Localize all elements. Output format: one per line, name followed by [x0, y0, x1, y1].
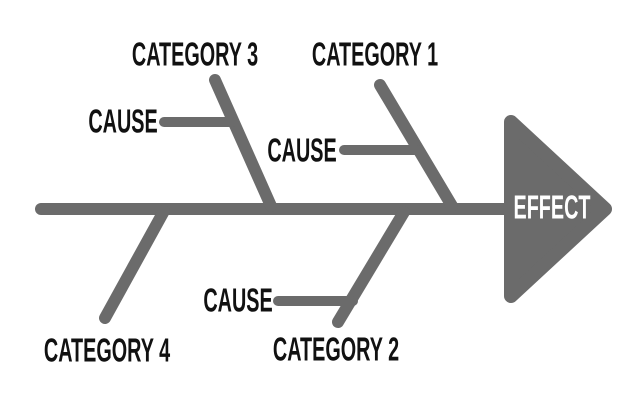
category-2-label: CATEGORY 2	[272, 330, 400, 368]
effect-arrowhead	[504, 115, 612, 303]
cause-label-category-1: CAUSE	[267, 131, 337, 169]
category-3-branch	[209, 74, 277, 212]
category-4-branch	[99, 205, 170, 324]
cause-label-category-3: CAUSE	[88, 102, 158, 140]
category-4-label: CATEGORY 4	[43, 331, 171, 369]
effect-label: EFFECT	[513, 188, 591, 226]
category-1-label: CATEGORY 1	[311, 35, 439, 73]
category-3-label: CATEGORY 3	[131, 35, 259, 73]
cause-label-category-2: CAUSE	[203, 281, 273, 319]
